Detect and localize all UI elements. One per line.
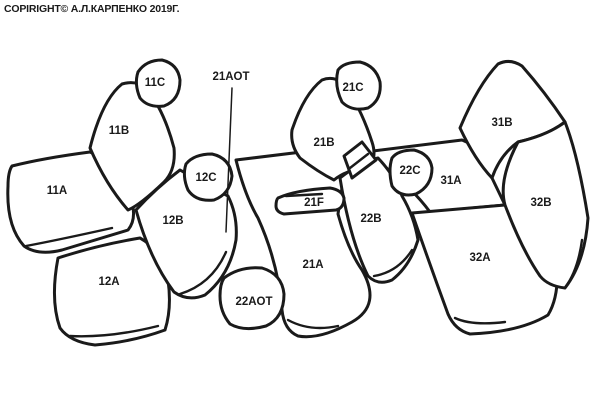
copyright-notice: COPIRIGHT© А.Л.КАРПЕНКО 2019Г. (4, 3, 180, 15)
part-11c-headrest (134, 58, 182, 108)
label-21aot: 21AOT (212, 71, 249, 83)
label-21f: 21F (304, 197, 324, 209)
seam-32b-inner (563, 238, 584, 290)
part-21c-headrest (335, 60, 382, 111)
seam-armrest-box (348, 152, 370, 170)
label-21b: 21B (313, 137, 334, 149)
part-22c-headrest (388, 148, 434, 197)
seam-11a-lower (24, 226, 114, 248)
seam-32a-inner (453, 316, 507, 325)
seam-22b-inner (372, 248, 414, 278)
label-12a: 12A (98, 276, 119, 288)
label-21c: 21C (342, 82, 363, 94)
part-12c-headrest (182, 152, 234, 202)
label-11b: 11B (109, 125, 129, 137)
seam-21f-top (284, 192, 324, 198)
seam-12a-lower (68, 324, 160, 338)
label-12c: 12C (195, 172, 216, 184)
label-22aot: 22AOT (235, 296, 272, 308)
label-21a: 21A (302, 259, 323, 271)
part-11b-backrest (88, 81, 176, 212)
label-31b: 31B (491, 117, 512, 129)
label-32a: 32A (469, 252, 490, 264)
part-12b-backrest-side (134, 168, 238, 300)
label-22b: 22B (360, 213, 381, 225)
label-32b: 32B (530, 197, 551, 209)
part-12a-cushion (52, 236, 171, 347)
label-11a: 11A (47, 185, 67, 197)
seam-12b-inner (178, 250, 228, 296)
label-31a: 31A (440, 175, 461, 187)
label-12b: 12B (162, 215, 183, 227)
label-11c: 11C (145, 77, 165, 89)
label-22c: 22C (399, 165, 420, 177)
leader-line-21aot (225, 87, 233, 233)
part-22aot-pocket (218, 266, 286, 331)
seam-21a-lower (286, 318, 340, 330)
